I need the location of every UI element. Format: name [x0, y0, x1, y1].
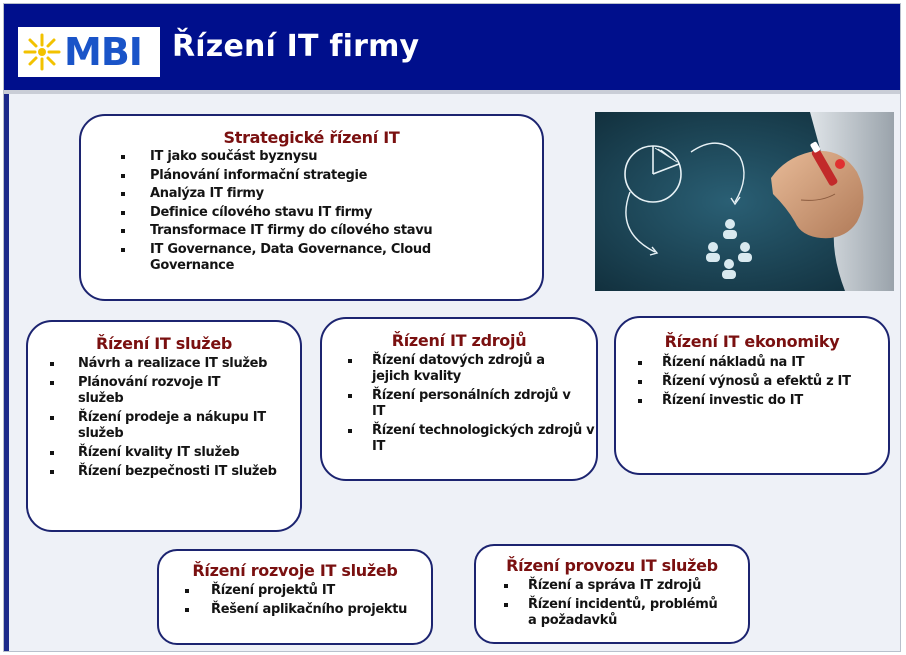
- bullet-list: Návrh a realizace IT služeb Plánování ro…: [42, 356, 286, 480]
- business-strategy-sketch-photo: [595, 112, 894, 291]
- list-item: Řízení bezpečnosti IT služeb: [42, 464, 278, 480]
- list-item: Řešení aplikačního projektu: [173, 602, 411, 618]
- bullet-icon: [50, 381, 54, 385]
- bullet-icon: [504, 584, 508, 588]
- bullet-icon: [185, 589, 189, 593]
- bullet-icon: [50, 470, 54, 474]
- list-item: Řízení kvality IT služeb: [42, 445, 286, 461]
- bullet-icon: [121, 192, 125, 196]
- bullet-icon: [638, 399, 642, 403]
- box-heading: Řízení provozu IT služeb: [506, 556, 718, 575]
- bullet-icon: [121, 155, 125, 159]
- list-item: Řízení projektů IT: [173, 583, 417, 599]
- bullet-icon: [638, 361, 642, 365]
- list-item: Návrh a realizace IT služeb: [42, 356, 268, 372]
- bullet-list: Řízení datových zdrojů a jejich kvality …: [336, 353, 595, 455]
- list-item: Transformace IT firmy do cílového stavu: [101, 223, 522, 239]
- bullet-icon: [121, 229, 125, 233]
- bullet-icon: [348, 394, 352, 398]
- list-item: Řízení personálních zdrojů v IT: [336, 388, 572, 420]
- list-item: Plánování informační strategie: [101, 168, 522, 184]
- bullet-icon: [121, 247, 125, 252]
- list-item: Řízení datových zdrojů a jejich kvality: [336, 353, 582, 385]
- list-item: IT Governance, Data Governance, Cloud Go…: [101, 242, 480, 274]
- it-economics-box: Řízení IT ekonomiky Řízení nákladů na IT…: [614, 316, 890, 475]
- bullet-icon: [121, 173, 125, 178]
- bullet-icon: [638, 380, 642, 384]
- bullet-icon: [121, 210, 125, 215]
- list-item: Definice cílového stavu IT firmy: [101, 205, 522, 221]
- photo-illustration: [595, 112, 894, 291]
- bullet-list: Řízení projektů IT Řešení aplikačního pr…: [173, 583, 417, 618]
- box-heading: Řízení IT služeb: [95, 334, 233, 353]
- list-item: Řízení prodeje a nákupu IT služeb: [42, 410, 304, 442]
- box-heading: Strategické řízení IT: [223, 128, 400, 147]
- list-item: Plánování rozvoje IT služeb: [42, 375, 268, 407]
- bullet-icon: [50, 416, 54, 420]
- box-heading: Řízení IT ekonomiky: [664, 332, 840, 351]
- list-item: Řízení nákladů na IT: [630, 355, 874, 371]
- it-operations-box: Řízení provozu IT služeb Řízení a správa…: [474, 544, 750, 644]
- it-resources-box: Řízení IT zdrojů Řízení datových zdrojů …: [320, 317, 598, 481]
- bullet-icon: [504, 603, 508, 607]
- list-item: Řízení incidentů, problémů a požadavků: [490, 597, 728, 629]
- list-item: Řízení a správa IT zdrojů: [490, 578, 734, 594]
- bullet-icon: [348, 429, 352, 433]
- list-item: Řízení investic do IT: [630, 393, 874, 409]
- bullet-list: Řízení nákladů na IT Řízení výnosů a efe…: [630, 355, 874, 409]
- it-services-box: Řízení IT služeb Návrh a realizace IT sl…: [26, 320, 302, 532]
- bullet-list: IT jako součást byznysu Plánování inform…: [101, 149, 522, 274]
- left-accent-stripe: [4, 94, 9, 651]
- header-divider: [4, 90, 900, 94]
- page-title: Řízení IT firmy: [172, 29, 420, 64]
- box-heading: Řízení IT zdrojů: [391, 331, 527, 350]
- bullet-list: Řízení a správa IT zdrojů Řízení inciden…: [490, 578, 734, 629]
- slide: MBI Řízení IT firmy Strategické řízení I…: [3, 3, 901, 652]
- box-heading: Řízení rozvoje IT služeb: [192, 561, 398, 580]
- bullet-icon: [185, 608, 189, 612]
- bullet-icon: [50, 362, 54, 366]
- list-item: IT jako součást byznysu: [101, 149, 522, 165]
- sun-icon: [23, 33, 61, 71]
- list-item: Řízení výnosů a efektů z IT: [630, 374, 862, 390]
- list-item: Řízení technologických zdrojů v IT: [336, 423, 598, 455]
- it-development-box: Řízení rozvoje IT služeb Řízení projektů…: [157, 549, 433, 645]
- bullet-icon: [50, 451, 54, 455]
- mbi-logo: MBI: [18, 27, 160, 77]
- bullet-icon: [348, 359, 352, 363]
- strategic-management-box: Strategické řízení IT IT jako součást by…: [79, 114, 544, 301]
- logo-text: MBI: [64, 30, 143, 74]
- list-item: Analýza IT firmy: [101, 186, 522, 202]
